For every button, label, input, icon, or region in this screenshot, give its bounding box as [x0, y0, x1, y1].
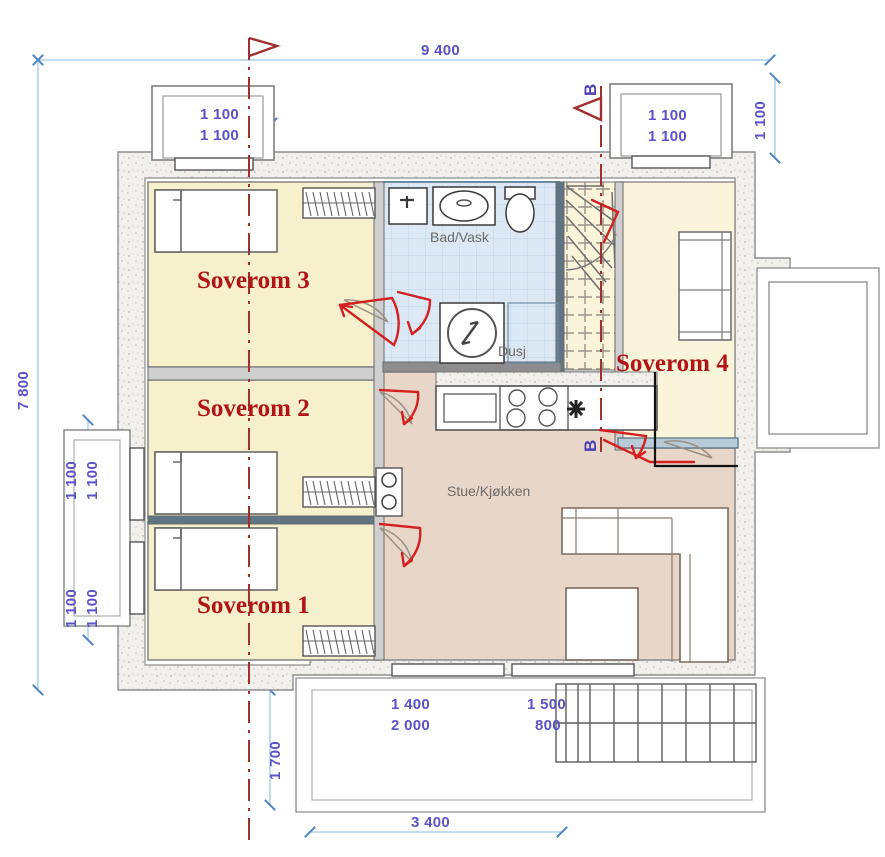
label-soverom1: Soverom 1 — [197, 592, 310, 619]
dim-left-overall: 7 800 — [15, 371, 32, 410]
label-dusj: Dusj — [498, 343, 526, 359]
label-stue-kjokken: Stue/Kjøkken — [447, 483, 530, 499]
dim-door-side-bottom: 800 — [535, 717, 561, 734]
marker-a-arrow — [248, 36, 281, 58]
stairs-interior — [565, 185, 617, 291]
dim-left-lower-win-top: 1 100 — [63, 589, 80, 628]
stairs-exterior — [555, 683, 757, 763]
sink-icon — [567, 400, 585, 418]
bathroom-fixtures — [388, 186, 559, 364]
section-arrows — [248, 36, 603, 122]
section-letter-b-top: B — [581, 84, 600, 96]
dim-top-overall: 9 400 — [421, 42, 460, 59]
bed-soverom1 — [154, 527, 278, 591]
bed-soverom3 — [154, 189, 278, 253]
interior-walls — [147, 181, 624, 661]
sofa-sectional — [561, 507, 729, 663]
label-soverom3: Soverom 3 — [197, 267, 310, 294]
dim-win-tr-bottom: 1 100 — [648, 128, 687, 145]
dim-win-tr-top: 1 100 — [648, 107, 687, 124]
windows — [63, 83, 739, 677]
label-bad-vask: Bad/Vask — [430, 229, 490, 245]
dim-win-tl-top: 1 100 — [200, 106, 239, 123]
black-annotation-lines — [653, 372, 738, 468]
living-furniture — [561, 507, 729, 663]
dim-left-upper-win-bottom: 1 100 — [84, 461, 101, 500]
beds — [154, 189, 278, 591]
wardrobe-soverom1 — [302, 625, 376, 657]
wardrobe-soverom4 — [678, 231, 732, 341]
label-soverom4: Soverom 4 — [616, 350, 729, 377]
dim-left-lower-win-bottom: 1 100 — [84, 589, 101, 628]
dim-left-lower: 1 700 — [267, 741, 284, 780]
wardrobes — [302, 187, 732, 657]
dim-door-side-top: 1 500 — [527, 696, 566, 713]
coffee-table — [565, 587, 639, 661]
red-annotations — [338, 198, 696, 568]
dim-win-tl-bottom: 1 100 — [200, 127, 239, 144]
dim-door-main-top: 1 400 — [391, 696, 430, 713]
wardrobe-soverom3 — [302, 187, 376, 219]
bed-soverom2 — [154, 451, 278, 515]
oven-icon — [443, 393, 497, 423]
section-letter-b-mid: B — [581, 440, 600, 452]
wardrobe-soverom2 — [302, 476, 376, 508]
joist-zone — [560, 181, 622, 371]
marker-b-arrow — [571, 96, 603, 122]
dim-bottom-overall: 3 400 — [411, 814, 450, 831]
label-soverom2: Soverom 2 — [197, 395, 310, 422]
section-axes — [248, 38, 602, 845]
dim-left-upper-win-top: 1 100 — [63, 461, 80, 500]
dim-door-main-bottom: 2 000 — [391, 717, 430, 734]
appliance-small — [375, 467, 403, 517]
kitchen-counter — [435, 371, 658, 431]
dim-right-edge: 1 100 — [752, 101, 769, 140]
